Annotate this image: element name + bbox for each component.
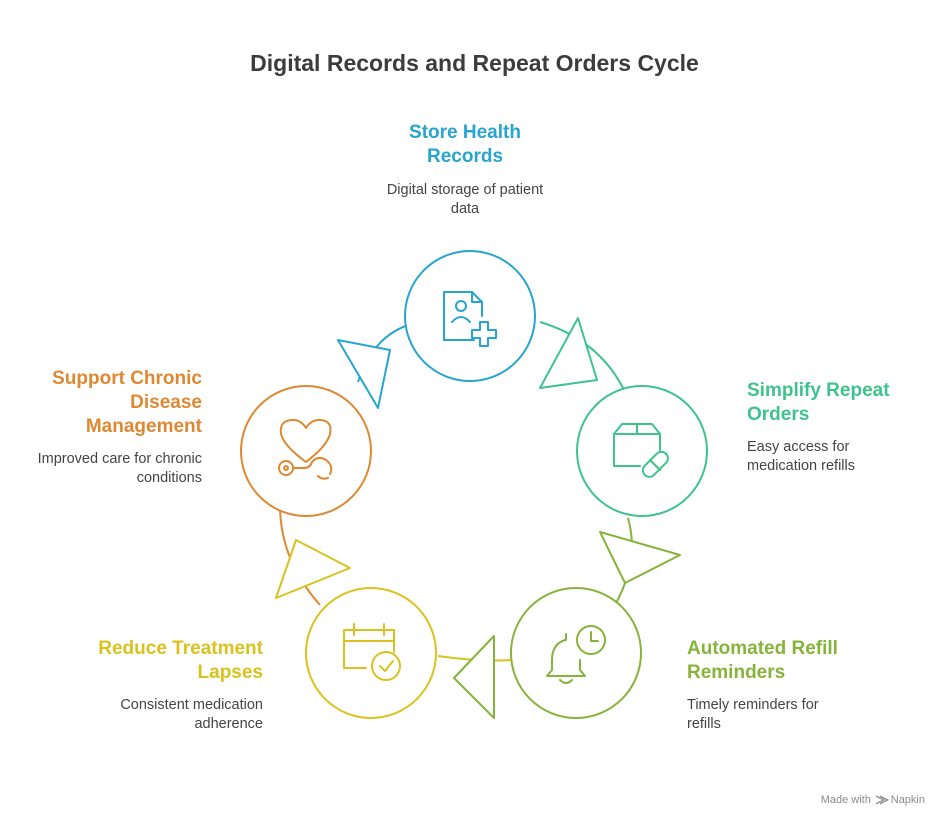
step-circle-3[interactable] xyxy=(510,587,642,719)
arrow-head-orange xyxy=(275,539,351,599)
step-4-desc-line2: adherence xyxy=(194,716,263,732)
step-3-desc-line2: refills xyxy=(687,716,721,732)
heart-stethoscope-icon xyxy=(278,419,333,480)
step-2-desc-line1: Easy access for xyxy=(747,439,850,455)
step-2-heading: Simplify Repeat Orders xyxy=(747,379,937,427)
napkin-logo-icon: ⨠ xyxy=(875,794,889,806)
step-5-desc-line2: conditions xyxy=(136,470,202,486)
step-3-description: Timely reminders for refills xyxy=(687,696,887,734)
arrow-head-lime xyxy=(599,531,681,584)
step-5-heading: Support Chronic Disease Management xyxy=(12,367,202,439)
footer-credit: Made with ⨠Napkin xyxy=(821,794,925,807)
step-2-desc-line2: medication refills xyxy=(747,458,855,474)
step-3-heading-line1: Automated Refill xyxy=(687,638,838,659)
footer-made-with: Made with xyxy=(820,794,871,806)
step-3-heading: Automated Refill Reminders xyxy=(687,637,887,685)
bell-clock-icon xyxy=(546,625,606,684)
step-5-description: Improved care for chronic conditions xyxy=(12,450,202,488)
step-3-desc-line1: Timely reminders for xyxy=(687,697,819,713)
step-5-heading-line1: Support Chronic xyxy=(52,368,202,389)
medicine-box-icon xyxy=(613,423,669,478)
step-4-heading-line2: Lapses xyxy=(197,662,263,683)
step-3-heading-line2: Reminders xyxy=(687,662,786,683)
step-4-heading-line1: Reduce Treatment xyxy=(98,638,263,659)
step-1-heading-line2: Records xyxy=(426,146,504,167)
step-circle-1[interactable] xyxy=(404,250,536,382)
step-1-heading: Store Health Records xyxy=(370,121,560,169)
calendar-check-icon xyxy=(343,623,401,681)
step-1-desc-line1: Digital storage of patient xyxy=(386,182,544,198)
health-record-icon xyxy=(443,291,497,347)
step-4-heading: Reduce Treatment Lapses xyxy=(60,637,263,685)
step-1-heading-line1: Store Health xyxy=(409,122,521,143)
step-circle-5[interactable] xyxy=(240,385,372,517)
step-2-heading-line1: Simplify Repeat xyxy=(747,380,890,401)
step-5-heading-line2: Disease xyxy=(130,392,202,413)
step-4-desc-line1: Consistent medication xyxy=(120,697,263,713)
arc-green xyxy=(539,321,626,393)
step-2-description: Easy access for medication refills xyxy=(747,438,937,476)
arrow-head-yellow xyxy=(453,635,495,719)
arrow-head-blue xyxy=(337,339,391,409)
footer-brand: Napkin xyxy=(890,794,925,806)
step-2-heading-line2: Orders xyxy=(747,404,810,425)
step-5-desc-line1: Improved care for chronic xyxy=(37,451,202,467)
step-1-desc-line2: data xyxy=(450,201,480,217)
step-circle-2[interactable] xyxy=(576,385,708,517)
step-circle-4[interactable] xyxy=(305,587,437,719)
arrow-head-green xyxy=(539,317,598,389)
diagram-title: Digital Records and Repeat Orders Cycle xyxy=(250,50,699,76)
step-4-description: Consistent medication adherence xyxy=(60,696,263,734)
step-5-heading-line3: Management xyxy=(85,416,202,437)
step-1-description: Digital storage of patient data xyxy=(365,181,565,219)
